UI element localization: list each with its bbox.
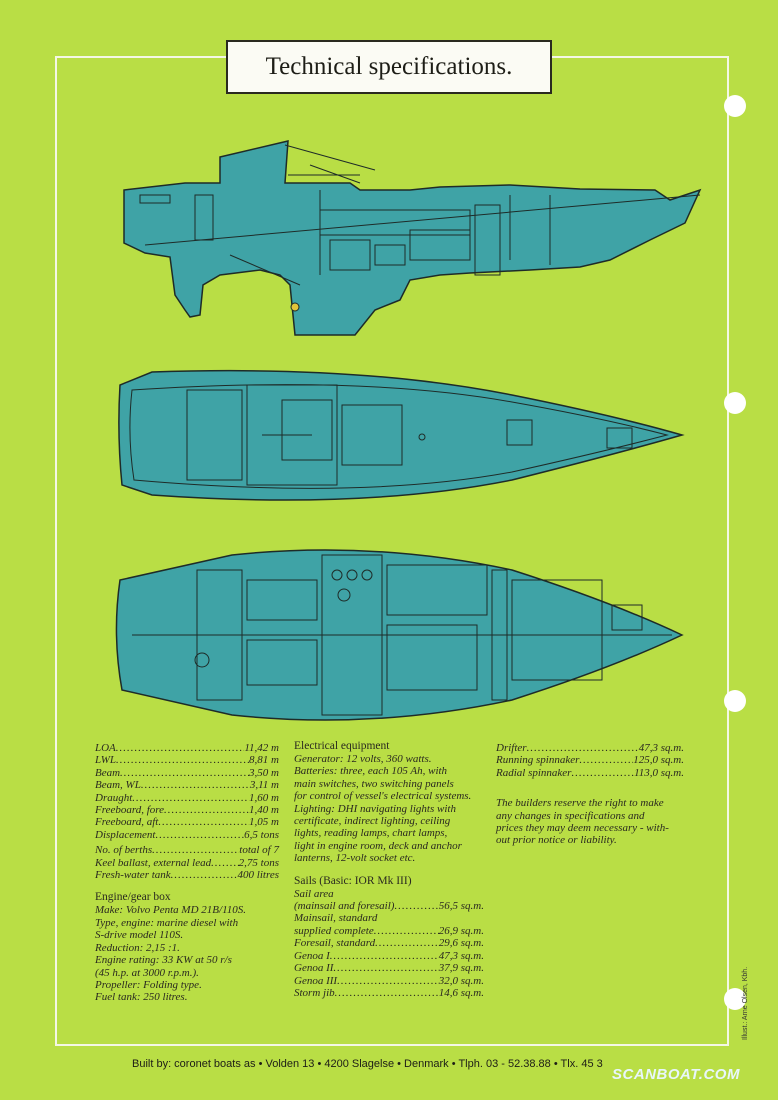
spec-row: Keel ballast, external lead2,75 tons bbox=[95, 857, 279, 869]
spec-row: LWL8,81 m bbox=[95, 754, 279, 766]
side-profile-drawing bbox=[123, 140, 702, 336]
engine-heading: Engine/gear box bbox=[95, 891, 171, 904]
sail-area-label: Sail area bbox=[294, 887, 334, 900]
watermark-logo: SCANBOAT.COM bbox=[612, 1066, 740, 1083]
dimensions-list: LOA11,42 m LWL8,81 m Beam3,50 m Beam, WL… bbox=[95, 742, 279, 1004]
spec-row: Genoa III32,0 sq.m. bbox=[294, 975, 484, 987]
spec-row: Running spinnaker125,0 sq.m. bbox=[496, 754, 684, 766]
page-title: Technical specifications. bbox=[226, 40, 552, 94]
spec-row: Freeboard, aft1,05 m bbox=[95, 816, 279, 828]
spec-row: supplied complete26,9 sq.m. bbox=[294, 925, 484, 937]
electrical-text: Generator: 12 volts, 360 watts. Batterie… bbox=[294, 753, 472, 865]
binder-hole bbox=[724, 690, 746, 712]
spec-row: (mainsail and foresail)56,5 sq.m. bbox=[294, 900, 484, 912]
electrical-heading: Electrical equipment bbox=[294, 740, 390, 752]
illustration-credit: Illust.: Arne Olsen, Kbh. bbox=[742, 966, 749, 1040]
engine-text: Make: Volvo Penta MD 21B/110S. Type, eng… bbox=[95, 904, 247, 1004]
deck-plan-drawing bbox=[118, 369, 685, 501]
spec-row: Genoa II37,9 sq.m. bbox=[294, 962, 484, 974]
spec-row: Genoa I47,3 sq.m. bbox=[294, 950, 484, 962]
footer-address: Built by: coronet boats as • Volden 13 •… bbox=[132, 1058, 603, 1070]
spec-row: Beam3,50 m bbox=[95, 767, 279, 779]
binder-hole bbox=[724, 988, 746, 1010]
spec-row: LOA11,42 m bbox=[95, 742, 279, 754]
binder-hole bbox=[724, 392, 746, 414]
sails-heading: Sails (Basic: IOR Mk III) bbox=[294, 874, 412, 887]
spec-row: Mainsail, standard bbox=[294, 912, 378, 925]
spec-row: Fresh-water tank400 litres bbox=[95, 869, 279, 881]
spec-row: Beam, WL3,11 m bbox=[95, 779, 279, 791]
spec-row: Displacement6,5 tons bbox=[95, 829, 279, 841]
spec-row: Drifter47,3 sq.m. bbox=[496, 742, 684, 754]
spec-row: Radial spinnaker113,0 sq.m. bbox=[496, 767, 684, 779]
electrical-sails-column: Electrical equipment Generator: 12 volts… bbox=[294, 740, 484, 999]
binder-hole bbox=[724, 95, 746, 117]
spec-row: Storm jib14,6 sq.m. bbox=[294, 987, 484, 999]
spinnaker-column: Drifter47,3 sq.m. Running spinnaker125,0… bbox=[496, 742, 684, 847]
disclaimer-text: The builders reserve the right to make a… bbox=[496, 797, 669, 847]
spec-row: No. of berthstotal of 7 bbox=[95, 844, 279, 856]
spec-row: Draught1,60 m bbox=[95, 792, 279, 804]
spec-row: Freeboard, fore1,40 m bbox=[95, 804, 279, 816]
accommodation-plan-drawing bbox=[115, 549, 684, 721]
spec-row: Foresail, standard29,6 sq.m. bbox=[294, 937, 484, 949]
